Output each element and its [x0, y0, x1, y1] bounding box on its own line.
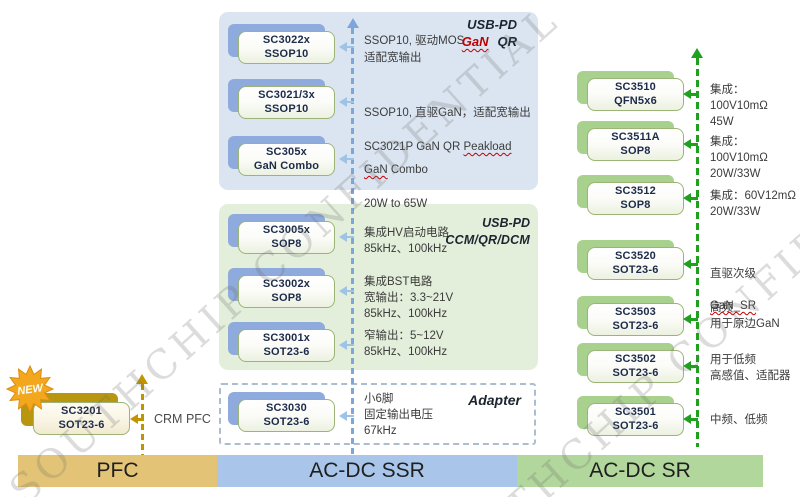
chip-box-sc3030: SC3030 SOT23-6	[228, 392, 335, 432]
note-sc3001x: 窄输出：5~12V 85kHz、100kHz	[364, 330, 448, 358]
chip-package: SSOP10	[264, 47, 309, 60]
chip-box-sc305x: SC305x GaN Combo	[228, 136, 335, 176]
new-badge-label: NEW	[17, 382, 46, 398]
chip-package: SOT23-6	[612, 366, 659, 379]
bar-ac-dc-ssr: AC-DC SSR	[217, 455, 517, 487]
note-sc3005x: 集成HV启动电路 85kHz、100kHz	[364, 227, 449, 255]
left-arrow-icon	[683, 258, 698, 270]
up-arrow-icon	[691, 48, 703, 58]
left-arrow-icon	[683, 138, 698, 150]
chip-package: SOT23-6	[612, 419, 659, 432]
chip-name: SC3201	[61, 405, 102, 417]
chip-name: SC3002x	[262, 278, 311, 290]
chip-name: SC3510	[615, 81, 656, 93]
chip-name: SC3501	[615, 406, 656, 418]
note-sc3502: 用于低频 高感值、适配器	[710, 354, 791, 382]
chip-box-sc3022x: SC3022x SSOP10	[228, 24, 335, 64]
gan-red-label: GaN	[461, 34, 489, 49]
chip-name: SC3021/3x	[258, 89, 315, 101]
crm-pfc-label: CRM PFC	[154, 412, 211, 426]
chip-box-sc3510: SC3510 QFN5x6	[577, 71, 684, 111]
note-sc3501: 中频、低频	[710, 414, 768, 426]
chip-package: QFN5x6	[614, 94, 657, 107]
note-sc3002x: 集成BST电路 宽输出：3.3~21V 85kHz、100kHz	[364, 276, 454, 320]
chip-package: SOP8	[620, 144, 651, 157]
sr-dashed-line	[696, 58, 699, 447]
left-arrow-icon	[683, 360, 698, 372]
chip-name: SC305x	[266, 146, 307, 158]
left-arrow-icon	[130, 413, 144, 425]
note-sc3503: 高频 用于原边GaN	[710, 302, 780, 330]
chip-box-sc3502: SC3502 SOT23-6	[577, 343, 684, 383]
chip-name: SC3005x	[262, 224, 311, 236]
chip-name: SC3001x	[262, 332, 311, 344]
chip-package: SOT23-6	[263, 345, 310, 358]
chip-name: SC3022x	[262, 34, 311, 46]
left-arrow-icon	[339, 231, 354, 243]
spellcheck-underline: GaN_SR	[710, 300, 757, 312]
up-arrow-icon	[347, 18, 359, 28]
chip-package: SSOP10	[264, 102, 309, 115]
note-sc3512: 集成：60V12mΩ 20W/33W	[710, 190, 796, 218]
left-arrow-icon	[339, 339, 354, 351]
header-usbpd-ccm: USB-PD CCM/QR/DCM	[445, 216, 530, 247]
left-arrow-icon	[683, 192, 698, 204]
chip-box-sc3005x: SC3005x SOP8	[228, 214, 335, 254]
left-arrow-icon	[339, 285, 354, 297]
chip-package: SOT23-6	[612, 319, 659, 332]
chip-package: SOP8	[620, 198, 651, 211]
chip-name: SC3502	[615, 353, 656, 365]
chip-box-sc3501: SC3501 SOT23-6	[577, 396, 684, 436]
chip-box-sc3520: SC3520 SOT23-6	[577, 240, 684, 280]
chip-package: GaN Combo	[253, 159, 320, 172]
left-arrow-icon	[683, 313, 698, 325]
chip-box-sc3001x: SC3001x SOT23-6	[228, 322, 335, 362]
left-arrow-icon	[339, 41, 354, 53]
note-sc305x: GaN Combo 20W to 65W	[364, 164, 428, 210]
note-sc3511a: 集成：100V10mΩ 20W/33W	[710, 136, 768, 180]
bar-ac-dc-sr: AC-DC SR	[517, 455, 763, 487]
note-sc3510: 集成：100V10mΩ 45W	[710, 84, 768, 128]
chip-name: SC3511A	[611, 131, 660, 143]
chip-name: SC3503	[615, 306, 656, 318]
new-badge: NEW	[6, 365, 54, 413]
chip-package: SOT23-6	[58, 418, 105, 431]
header-adapter: Adapter	[468, 392, 521, 408]
chip-package: SOP8	[271, 237, 302, 250]
chip-name: SC3520	[615, 250, 656, 262]
spellcheck-underline: Peakload	[463, 141, 512, 153]
chip-box-sc3002x: SC3002x SOP8	[228, 268, 335, 308]
left-arrow-icon	[339, 96, 354, 108]
chip-package: SOT23-6	[612, 263, 659, 276]
chip-name: SC3512	[615, 185, 656, 197]
note-sc3030: 小6脚 固定输出电压 67kHz	[364, 393, 433, 437]
left-arrow-icon	[683, 413, 698, 425]
left-arrow-icon	[339, 153, 354, 165]
chip-box-sc3503: SC3503 SOT23-6	[577, 296, 684, 336]
left-arrow-icon	[339, 410, 354, 422]
note-sc3021x: SSOP10, 直驱GaN，适配宽输出 SC3021P GaN QR Peakl…	[364, 107, 531, 153]
chip-box-sc3512: SC3512 SOP8	[577, 175, 684, 215]
chip-box-sc3021-3x: SC3021/3x SSOP10	[228, 79, 335, 119]
bar-pfc: PFC	[18, 455, 217, 487]
note-sc3022x: SSOP10, 驱动MOS 适配宽输出	[364, 35, 465, 64]
up-arrow-icon	[136, 374, 148, 384]
chip-name: SC3030	[266, 402, 307, 414]
note-sc3520: 直驱次级 GaN_SR	[710, 268, 757, 312]
chip-package: SOP8	[271, 291, 302, 304]
ssr-dashed-line	[351, 28, 354, 455]
left-arrow-icon	[683, 88, 698, 100]
chip-box-sc3511a: SC3511A SOP8	[577, 121, 684, 161]
chip-package: SOT23-6	[263, 415, 310, 428]
spellcheck-underline: GaN	[364, 164, 388, 176]
